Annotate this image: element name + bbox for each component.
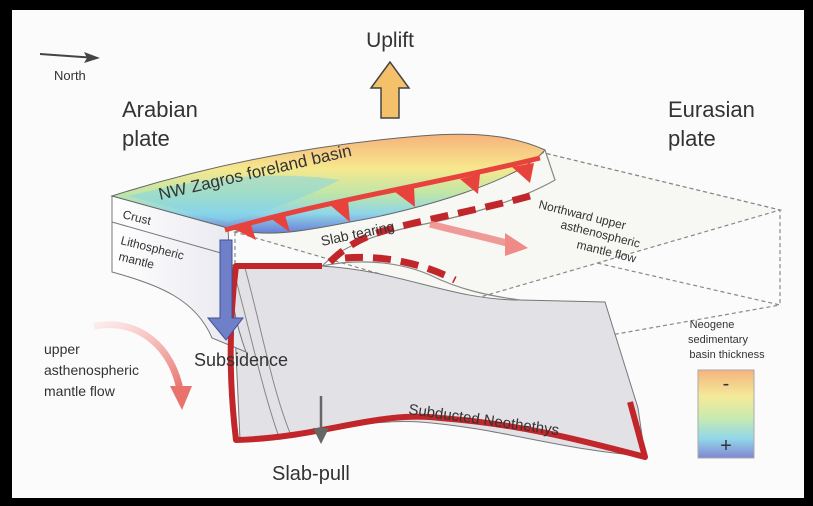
legend-plus: + xyxy=(720,435,732,457)
slab-tear-fault xyxy=(321,149,556,301)
arabian-plate-label-line1: Arabian xyxy=(122,97,198,122)
northward-flow-arrow-icon xyxy=(429,220,528,256)
slab-pull-label: Slab-pull xyxy=(272,463,350,485)
slab-pull-arrow-icon xyxy=(313,396,329,444)
north-arrow-icon xyxy=(39,52,100,63)
eurasian-plate-label-line1: Eurasian xyxy=(668,97,755,122)
subsidence-arrow-icon xyxy=(206,239,245,341)
north-label: North xyxy=(54,68,86,83)
legend-title-line1: Neogene xyxy=(690,319,735,331)
upper-flow-label-line2: asthenospheric xyxy=(44,362,139,378)
subducted-slab xyxy=(231,264,646,457)
legend-color-bar xyxy=(697,369,755,459)
legend: Neogene sedimentary basin thickness - + xyxy=(688,319,765,459)
uplift-label: Uplift xyxy=(366,29,414,52)
slab-outline xyxy=(227,263,648,460)
legend-title-line3: basin thickness xyxy=(689,349,765,361)
legend-minus: - xyxy=(723,373,730,395)
uplift-arrow-icon xyxy=(369,60,411,119)
thrust-front xyxy=(224,155,541,240)
crust-label: Crust xyxy=(121,207,153,228)
eurasian-plate-label-line2: plate xyxy=(668,126,716,151)
upper-flow-arrow-icon xyxy=(93,321,192,410)
upper-flow-label-line1: upper xyxy=(44,341,80,357)
legend-title-line2: sedimentary xyxy=(688,334,748,346)
arabian-plate-label-line2: plate xyxy=(122,126,170,151)
subsidence-label: Subsidence xyxy=(194,350,288,370)
upper-flow-label-line3: mantle flow xyxy=(44,383,116,399)
